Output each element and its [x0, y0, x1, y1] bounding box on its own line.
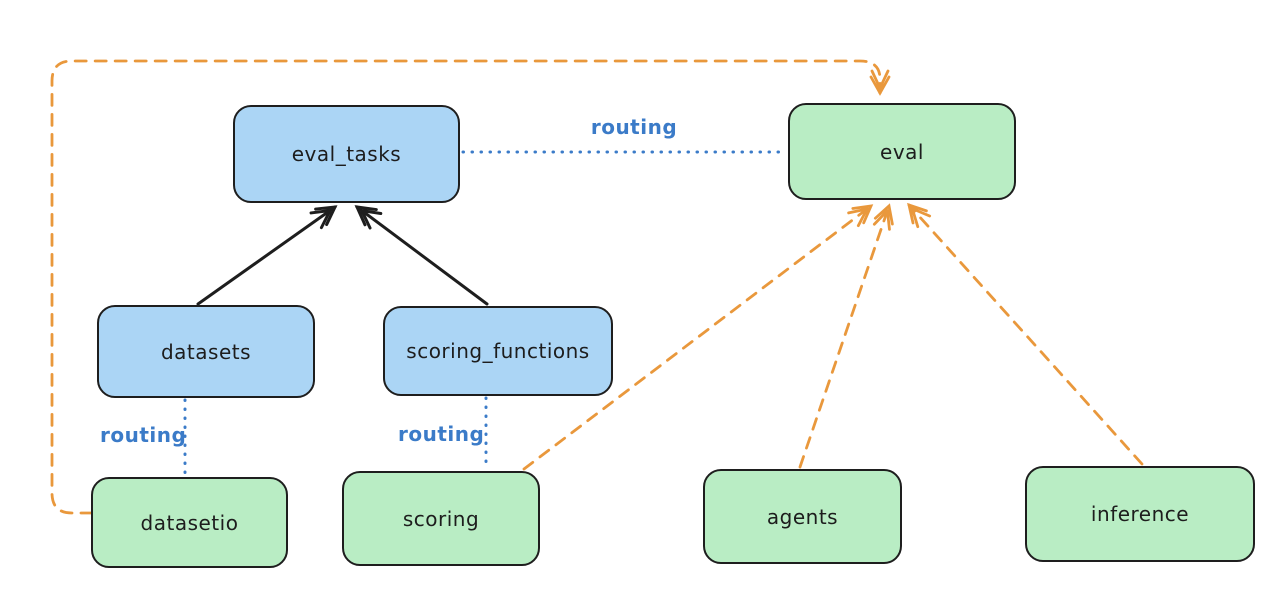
node-agents-label: agents — [766, 504, 839, 529]
edge-datasets-to-eval-tasks — [196, 205, 338, 306]
node-datasets-label: datasets — [160, 339, 252, 364]
edge-scoring-functions-to-eval-tasks — [354, 205, 489, 306]
node-eval: eval — [788, 103, 1016, 200]
node-inference-label: inference — [1090, 502, 1190, 526]
node-datasetio-label: datasetio — [140, 510, 239, 535]
node-inference: inference — [1025, 466, 1255, 562]
edge-label-routing-scoring: routing — [398, 422, 485, 446]
edge-datasetio-to-eval — [50, 59, 891, 515]
node-datasets: datasets — [97, 305, 315, 398]
node-datasetio: datasetio — [91, 477, 288, 568]
edge-inference-to-eval — [907, 202, 1144, 466]
node-scoring-functions-label: scoring_functions — [406, 339, 590, 363]
node-eval-tasks: eval_tasks — [233, 105, 460, 203]
edge-scoring-to-eval — [522, 204, 874, 471]
edge-label-routing-top: routing — [590, 115, 678, 139]
node-eval-tasks-label: eval_tasks — [291, 142, 402, 166]
node-agents: agents — [703, 469, 902, 564]
node-scoring-label: scoring — [402, 506, 480, 531]
edge-agents-to-eval — [798, 203, 894, 469]
node-scoring: scoring — [342, 471, 540, 566]
node-scoring-functions: scoring_functions — [383, 306, 613, 396]
node-eval-label: eval — [880, 139, 924, 164]
edge-label-routing-datasetio: routing — [100, 423, 187, 447]
